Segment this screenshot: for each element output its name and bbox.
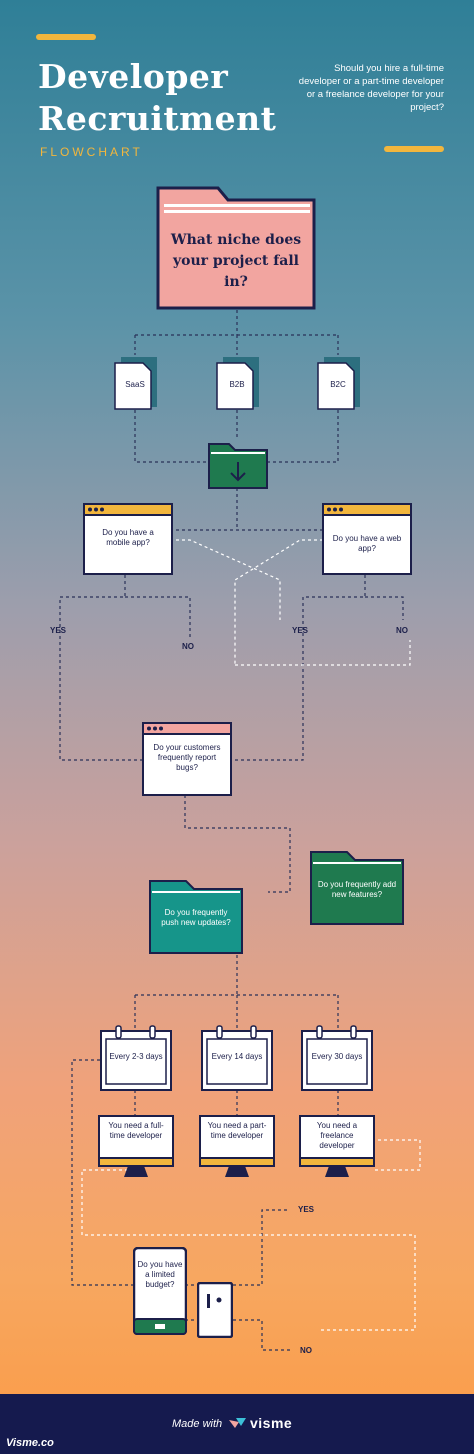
title-line-2: Recruitment <box>38 99 277 138</box>
browser-window-icon <box>322 503 412 575</box>
frequency-text: Every 30 days <box>311 1052 363 1061</box>
monitor-icon <box>299 1115 375 1177</box>
niche-label: B2C <box>330 380 346 389</box>
document-icon <box>216 357 259 410</box>
no-label: NO <box>182 642 194 651</box>
frequency-text: Every 14 days <box>211 1052 263 1061</box>
main-question-text: What niche does your project fall in? <box>170 232 302 290</box>
accent-bar-right <box>384 146 444 152</box>
frequency-text: Every 2-3 days <box>109 1052 163 1061</box>
result-text: You need a part-time developer <box>207 1121 267 1140</box>
calendar-icon <box>301 1025 373 1091</box>
result-text: You need a freelance developer <box>316 1121 358 1150</box>
niche-label: B2B <box>229 380 245 389</box>
calendar-icon <box>201 1025 273 1091</box>
no-label: NO <box>396 626 408 635</box>
question-text: Do you have a limited budget? <box>137 1260 183 1289</box>
monitor-icon <box>98 1115 174 1177</box>
document-icon <box>317 357 360 410</box>
browser-window-icon <box>83 503 173 575</box>
intro-text: Should you hire a full-time developer or… <box>298 63 444 113</box>
footer-made-with: Made with <box>172 1418 223 1430</box>
folder-icon <box>310 851 404 925</box>
accent-bar-top <box>36 34 96 40</box>
result-text: You need a full-time developer <box>108 1121 164 1140</box>
yes-label: YES <box>292 626 309 635</box>
footer-brand: visme <box>250 1415 293 1431</box>
question-text: Do you frequently add new features? <box>317 880 397 899</box>
yes-label: YES <box>50 626 67 635</box>
phone-icon <box>133 1247 187 1335</box>
document-icon <box>114 357 157 410</box>
page-subtitle: FLOWCHART <box>40 145 143 159</box>
question-text: Do you frequently push new updates? <box>161 908 231 927</box>
page-title: Developer Recruitment <box>38 56 276 140</box>
no-label: NO <box>300 1346 312 1355</box>
watermark-text: Visme.co <box>6 1437 54 1449</box>
download-folder-icon <box>208 443 268 489</box>
question-text: Do your customers frequently report bugs… <box>153 743 221 772</box>
yes-label: YES <box>298 1205 315 1214</box>
question-text: Do you have a web app? <box>332 534 402 553</box>
folder-icon <box>149 880 243 954</box>
monitor-icon <box>199 1115 275 1177</box>
title-line-1: Developer <box>38 57 229 96</box>
folder-icon <box>156 186 316 310</box>
wallet-card-icon <box>197 1282 233 1338</box>
visme-logo-icon <box>229 1418 246 1428</box>
browser-window-icon <box>142 722 232 796</box>
niche-label: SaaS <box>125 380 145 389</box>
question-text: Do you have a mobile app? <box>102 528 154 547</box>
calendar-icon <box>100 1025 172 1091</box>
